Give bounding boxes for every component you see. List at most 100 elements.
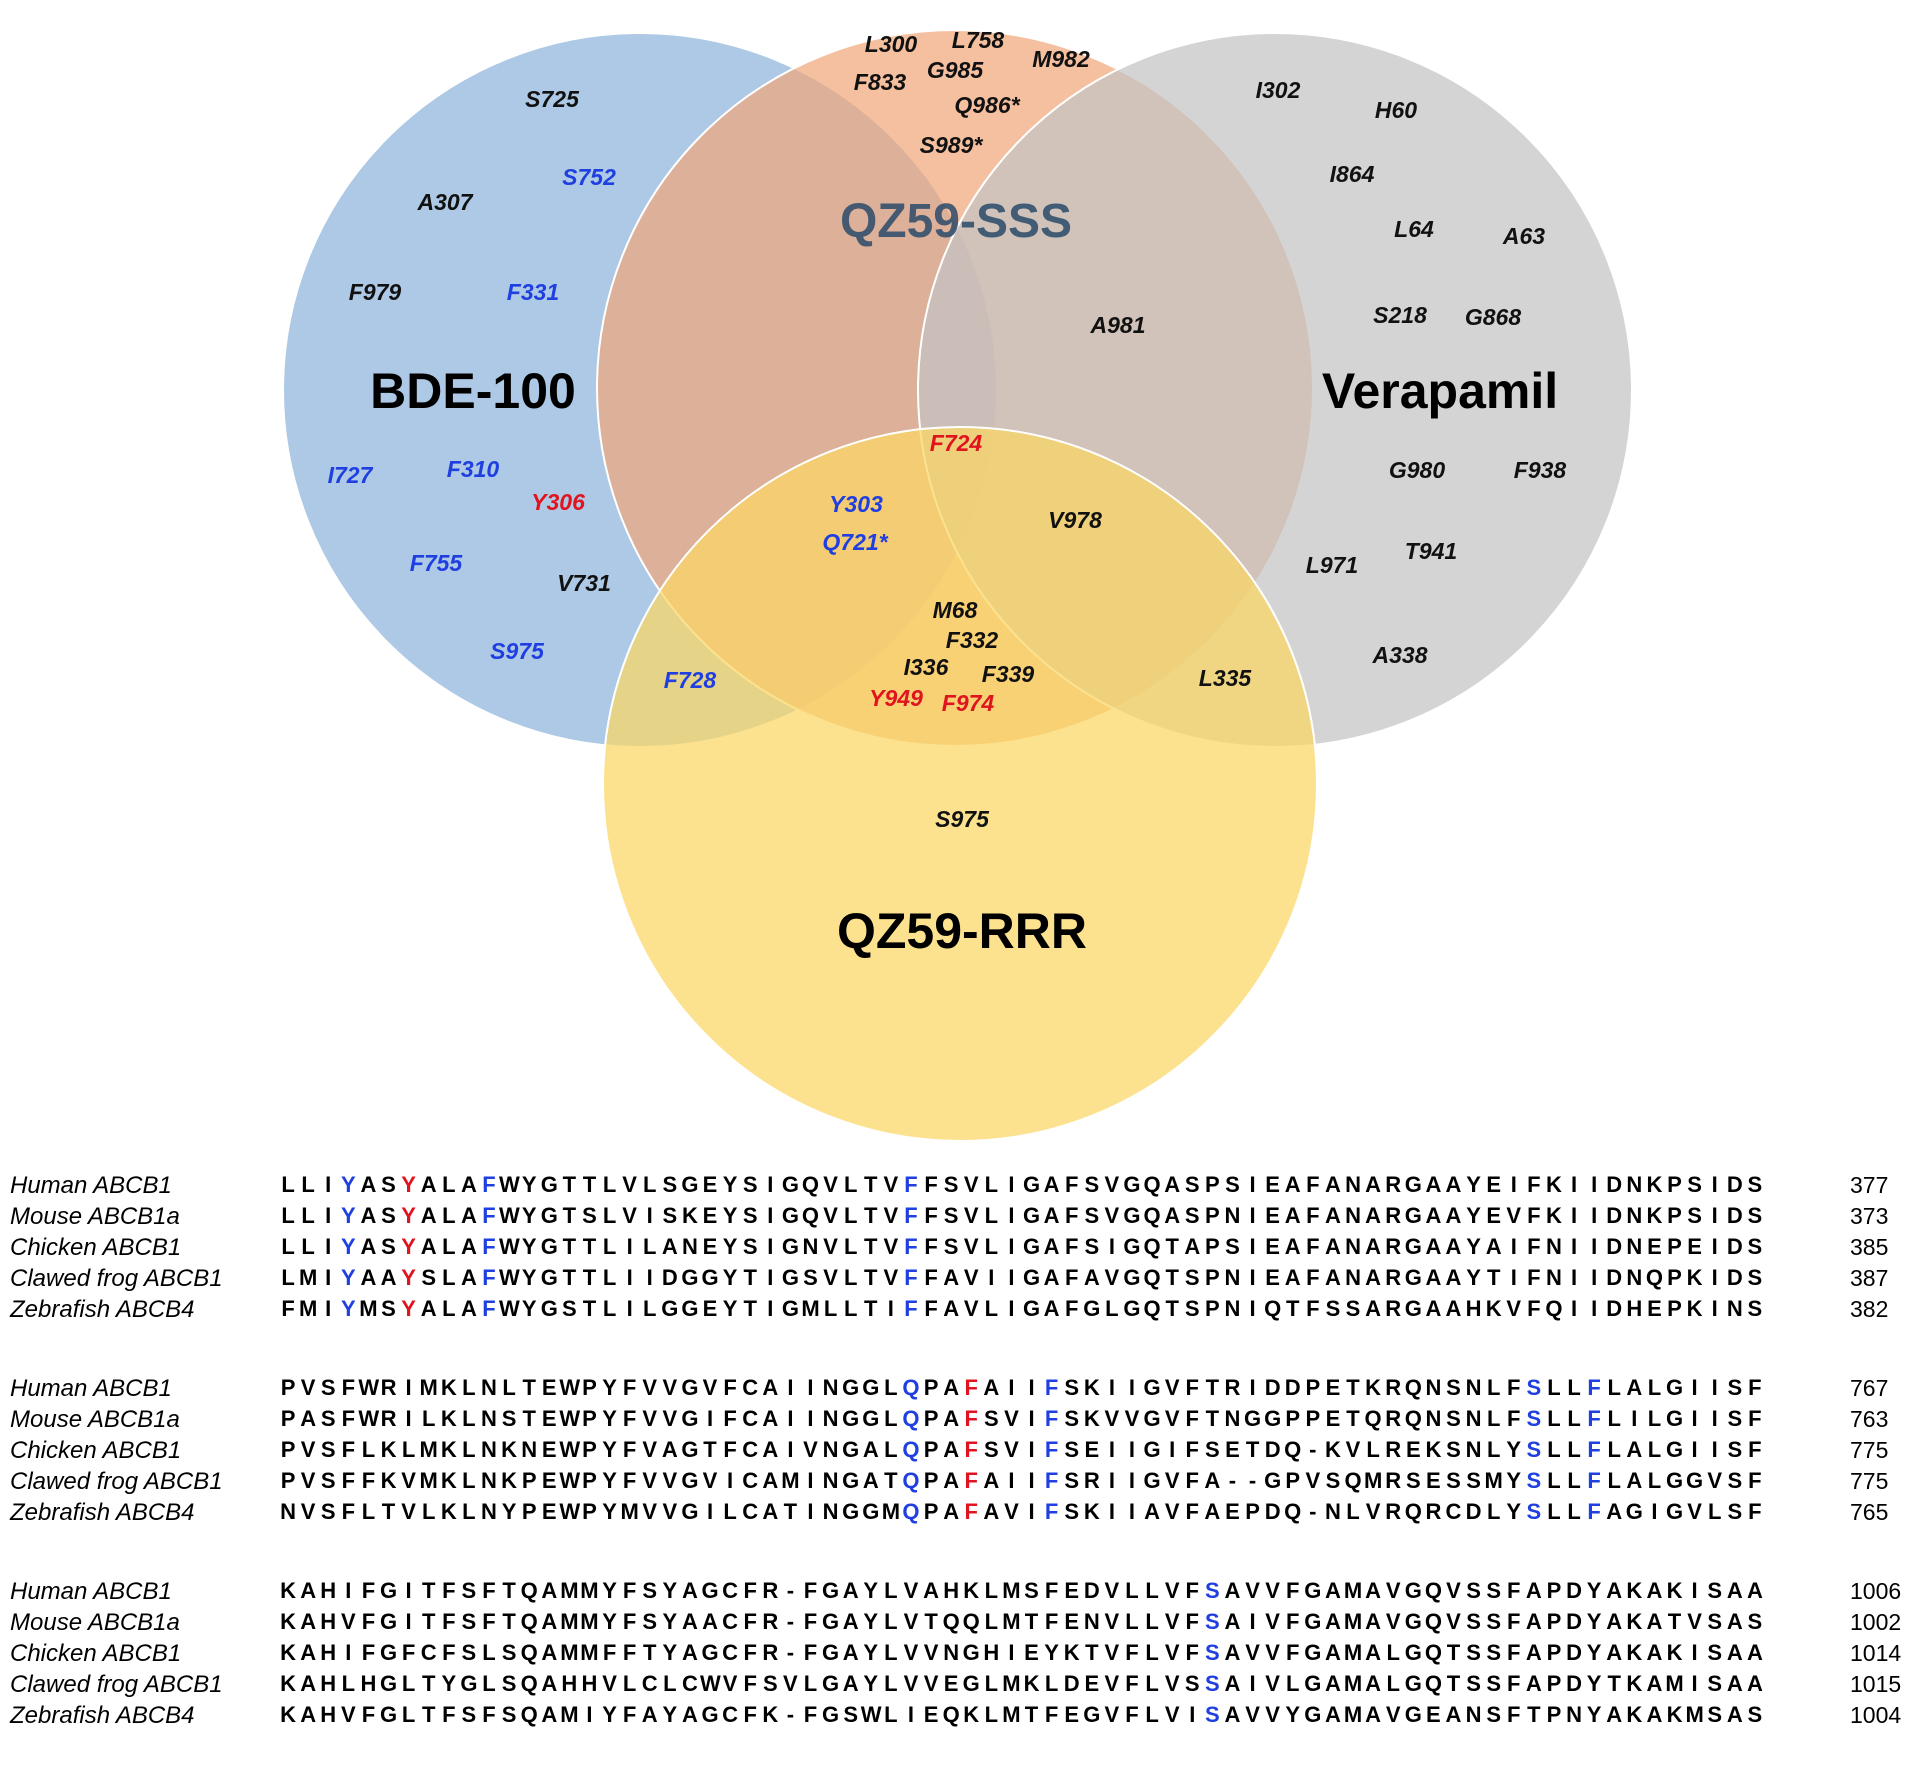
residue-label: S989* (920, 132, 984, 158)
residue-label: L335 (1199, 665, 1253, 691)
residue-end-number: 1006 (1850, 1578, 1902, 1604)
species-name: Human ABCB1 (10, 1578, 172, 1605)
residue-label: I336 (904, 654, 949, 680)
residue-label: F339 (982, 661, 1035, 687)
residue-end-number: 1002 (1850, 1609, 1902, 1635)
species-name: Chicken ABCB1 (10, 1234, 182, 1261)
residue-label: L971 (1306, 552, 1358, 578)
residue-label: F332 (946, 627, 999, 653)
residue-end-number: 1015 (1850, 1671, 1902, 1697)
species-name: Clawed frog ABCB1 (10, 1265, 223, 1292)
residue-label: S752 (562, 164, 616, 190)
species-name: Zebrafish ABCB4 (10, 1499, 195, 1526)
species-name: Mouse ABCB1a (10, 1406, 180, 1433)
residue-label: F724 (930, 430, 983, 456)
set-circles (282, 29, 1633, 1140)
qz59rrr-circle (602, 426, 1318, 1140)
species-name: Clawed frog ABCB1 (10, 1671, 223, 1698)
species-name: Chicken ABCB1 (10, 1640, 182, 1667)
residue-label: V731 (557, 570, 611, 596)
species-name: Human ABCB1 (10, 1172, 172, 1199)
residue-label: L300 (865, 31, 918, 57)
species-name: Zebrafish ABCB4 (10, 1702, 195, 1729)
residue-label: Y949 (869, 685, 923, 711)
residue-end-number: 765 (1850, 1499, 1889, 1525)
residue-label: H60 (1375, 97, 1417, 123)
residue-end-number: 387 (1850, 1265, 1889, 1291)
residue-label: F979 (349, 279, 402, 305)
species-name: Clawed frog ABCB1 (10, 1468, 223, 1495)
residue-label: F331 (507, 279, 559, 305)
bde100-label: BDE-100 (370, 363, 576, 419)
residue-label: Y306 (531, 489, 585, 515)
residue-label: S725 (525, 86, 580, 112)
residue-end-number: 1004 (1850, 1702, 1902, 1728)
venn-diagram: BDE-100 QZ59-SSS Verapamil QZ59-RRR S725… (282, 27, 1633, 1140)
species-name: Chicken ABCB1 (10, 1437, 182, 1464)
species-name: Human ABCB1 (10, 1375, 172, 1402)
species-name: Mouse ABCB1a (10, 1203, 180, 1230)
residue-label: I864 (1330, 161, 1375, 187)
verapamil-label: Verapamil (1322, 363, 1558, 419)
residue-end-number: 775 (1850, 1468, 1889, 1494)
residue-label: F755 (410, 550, 464, 576)
residue-label: A63 (1502, 223, 1545, 249)
residue-label: A981 (1090, 312, 1146, 338)
residue-label: F310 (447, 456, 500, 482)
residue-end-number: 373 (1850, 1203, 1889, 1229)
residue-end-number: 767 (1850, 1375, 1889, 1401)
residue-label: A338 (1372, 642, 1428, 668)
residue-label: S975 (490, 638, 545, 664)
residue-label: F833 (854, 69, 907, 95)
residue-label: T941 (1405, 538, 1457, 564)
residue-label: I302 (1256, 77, 1301, 103)
qz59rrr-label: QZ59-RRR (837, 903, 1087, 959)
residue-label: S975 (935, 806, 990, 832)
residue-end-number: 377 (1850, 1172, 1889, 1198)
residue-label: Q721* (822, 529, 888, 555)
residue-label: M68 (933, 597, 978, 623)
residue-label: Q986* (954, 92, 1020, 118)
residue-label: Y303 (829, 491, 883, 517)
residue-label: S218 (1373, 302, 1427, 328)
residue-end-number: 1014 (1850, 1640, 1902, 1666)
residue-label: G980 (1389, 457, 1445, 483)
residue-label: G985 (927, 57, 984, 83)
residue-label: V978 (1048, 507, 1102, 533)
residue-end-number: 385 (1850, 1234, 1889, 1260)
residue-label: M982 (1032, 46, 1090, 72)
residue-label: A307 (417, 189, 474, 215)
residue-end-number: 382 (1850, 1296, 1889, 1322)
